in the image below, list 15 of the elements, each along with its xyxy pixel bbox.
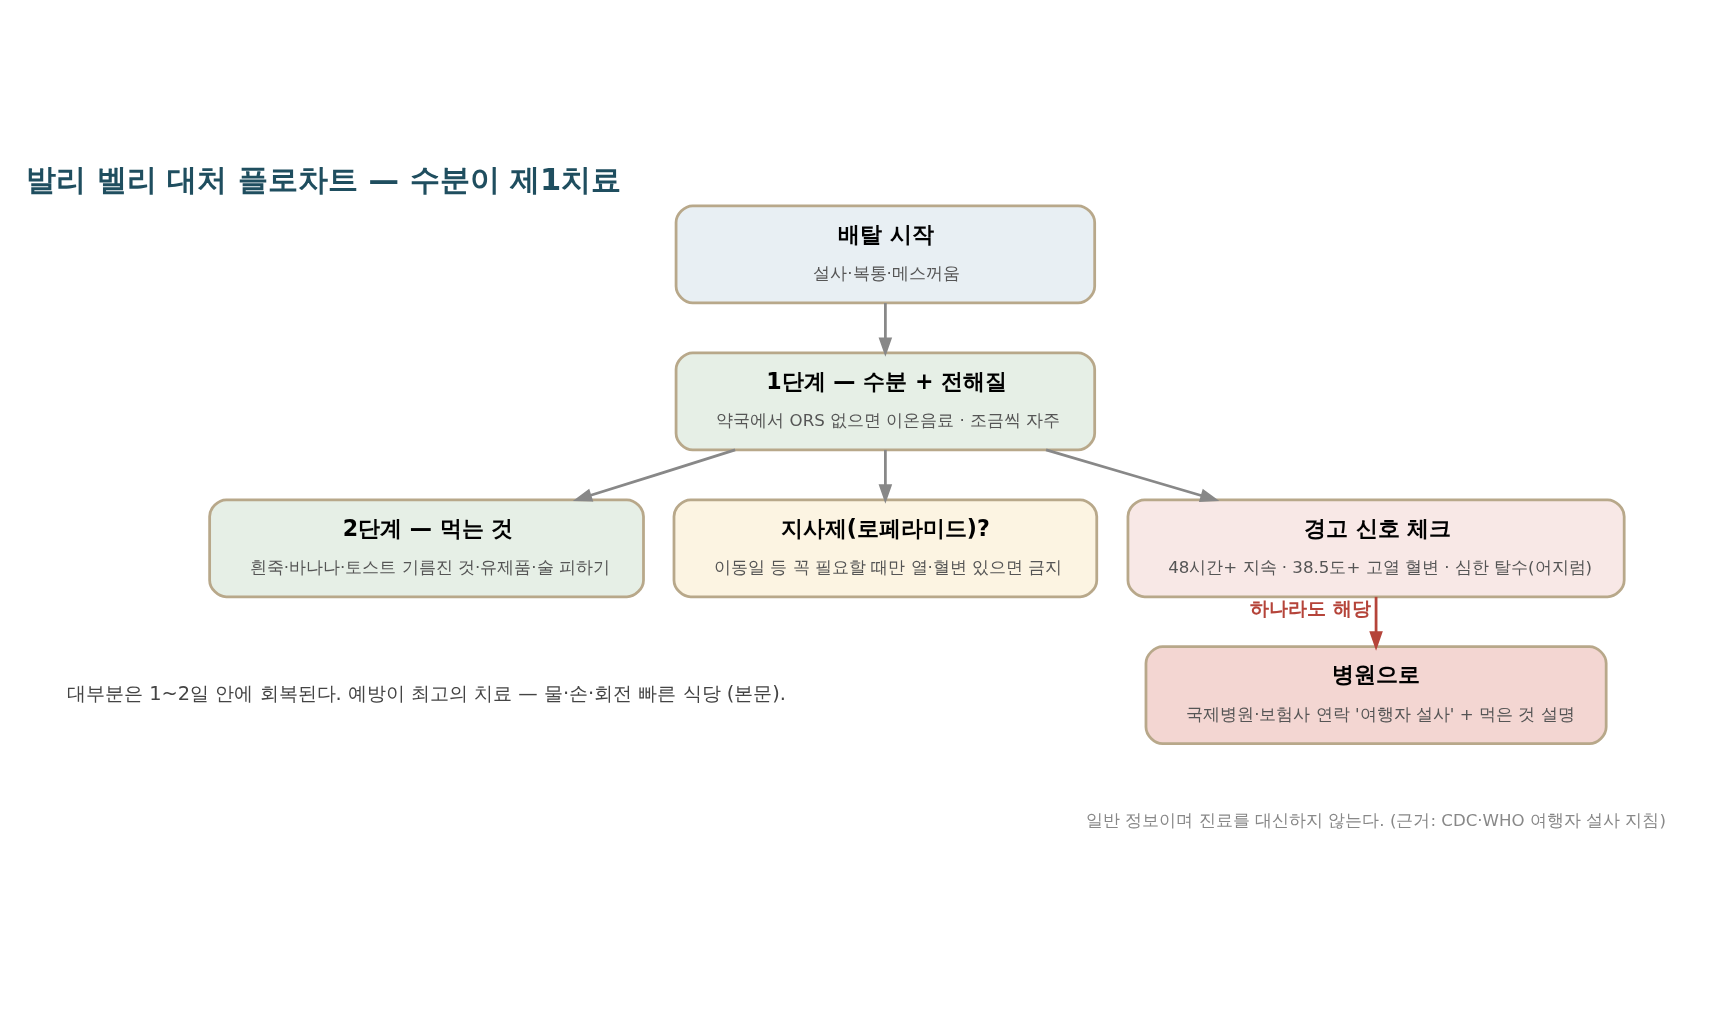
edge-label: 하나라도 해당 <box>1249 597 1371 621</box>
node-box: 배탈 시작 설사·복통·메스꺼움 <box>674 204 1096 305</box>
arrow <box>878 303 892 357</box>
node-box: 1단계 — 수분 + 전해질 약국에서 ORS 없으면 이온음료 · 조금씩 자주 <box>674 351 1096 452</box>
node-box: 2단계 — 먹는 것 흰죽·바나나·토스트 기름진 것·유제품·술 피하기 <box>207 498 645 599</box>
arrow <box>1368 596 1383 651</box>
arrow <box>1045 448 1219 502</box>
label: 대부분은 1~2일 안에 회복된다. 예방이 최고의 치료 — 물·손·회전 빠른 식당 (본문). <box>66 682 786 706</box>
arrow <box>878 449 892 504</box>
diagram-title: 발리 벨리 대처 플로차트 — 수분이 제1치료 <box>25 162 621 198</box>
arrow <box>572 448 736 502</box>
node-box: 지사제(로페라미드)? 이동일 등 꼭 필요할 때만 열·혈변 있으면 금지 <box>672 498 1098 599</box>
node-box: 병원으로 국제병원·보험사 연락 '여행자 설사' + 먹은 것 설명 <box>1144 645 1608 746</box>
node-box: 경고 신호 체크 48시간+ 지속 · 38.5도+ 고열 혈변 · 심한 탈수(어지럼) <box>1126 498 1626 599</box>
caption: 일반 정보이며 진료를 대신하지 않는다. (근거: CDC·WHO 여행자 설사 지침) <box>1085 811 1666 831</box>
